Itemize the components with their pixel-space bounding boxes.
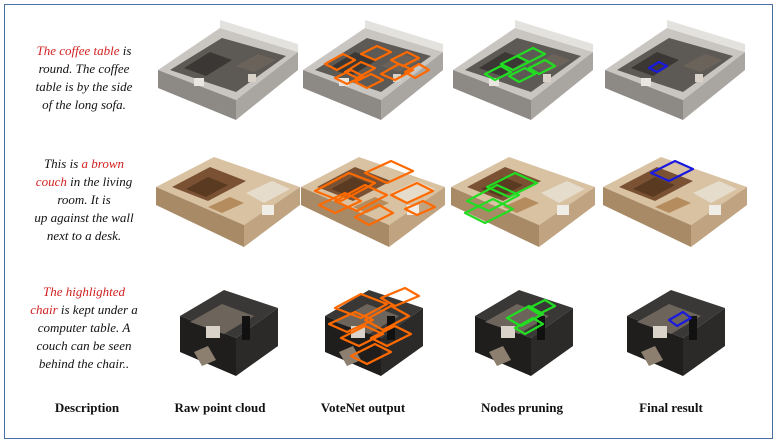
scene-raw-row-1	[150, 12, 302, 130]
description-line: table is by the side	[14, 78, 154, 96]
description-text: This is	[43, 156, 82, 171]
scene-image	[451, 157, 595, 247]
scene-image	[156, 157, 300, 247]
description-text: next to a desk.	[46, 228, 122, 243]
scene-image	[627, 290, 725, 376]
description-text: computer table. A	[37, 320, 131, 335]
scene-final-row-2	[597, 143, 749, 261]
label-nodes-pruning: Nodes pruning	[481, 400, 563, 415]
scene-votenet-row-3	[295, 268, 447, 386]
description-line: room. It is	[14, 191, 154, 209]
scene-pruning-row-1	[445, 12, 597, 130]
scene-image	[301, 157, 445, 247]
description-text: up against the wall	[34, 210, 134, 225]
description-line: of the long sofa.	[14, 96, 154, 114]
scene-final-row-3	[597, 268, 749, 386]
description-line: computer table. A	[14, 319, 154, 337]
highlighted-phrase: couch	[35, 174, 67, 189]
description-text: in the living	[66, 174, 133, 189]
scene-image	[453, 20, 593, 120]
scene-image	[475, 290, 573, 376]
scene-raw-row-3	[150, 268, 302, 386]
highlighted-phrase: chair	[30, 302, 58, 317]
description-line: up against the wall	[14, 209, 154, 227]
description-text: of the long sofa.	[42, 97, 126, 112]
highlighted-phrase: a brown	[81, 156, 125, 171]
scene-pruning-row-3	[445, 268, 597, 386]
description-text: couch can be seen	[36, 338, 132, 353]
label-raw-point-cloud: Raw point cloud	[174, 400, 266, 415]
scene-pruning-row-2	[445, 143, 597, 261]
description-text: is kept under a	[57, 302, 138, 317]
scene-final-row-1	[597, 12, 749, 130]
description-line: behind the chair..	[14, 355, 154, 373]
highlighted-phrase: The highlighted	[43, 284, 125, 299]
description-line: couch in the living	[14, 173, 154, 191]
scene-image	[325, 286, 423, 376]
scene-image	[603, 157, 747, 247]
highlighted-phrase: The coffee table	[36, 43, 120, 58]
description-line: couch can be seen	[14, 337, 154, 355]
scene-image	[180, 290, 278, 376]
scene-image	[605, 20, 745, 120]
description-line: This is a brown	[14, 155, 154, 173]
description-line: The coffee table is	[14, 42, 154, 60]
description-line: chair is kept under a	[14, 301, 154, 319]
scene-image	[303, 20, 443, 120]
description-text: table is by the side	[35, 79, 133, 94]
description-line: next to a desk.	[14, 227, 154, 245]
description-text: round. The coffee	[38, 61, 130, 76]
label-description: Description	[54, 400, 120, 415]
description-line: The highlighted	[14, 283, 154, 301]
label-final-result: Final result	[639, 400, 703, 415]
description-text: room. It is	[57, 192, 111, 207]
label-votenet-output: VoteNet output	[320, 400, 406, 415]
scene-votenet-row-1	[295, 12, 447, 130]
description-text: behind the chair..	[38, 356, 130, 371]
description-text: is	[119, 43, 132, 58]
scene-image	[158, 20, 298, 120]
description-line: round. The coffee	[14, 60, 154, 78]
scene-votenet-row-2	[295, 143, 447, 261]
scene-raw-row-2	[150, 143, 302, 261]
